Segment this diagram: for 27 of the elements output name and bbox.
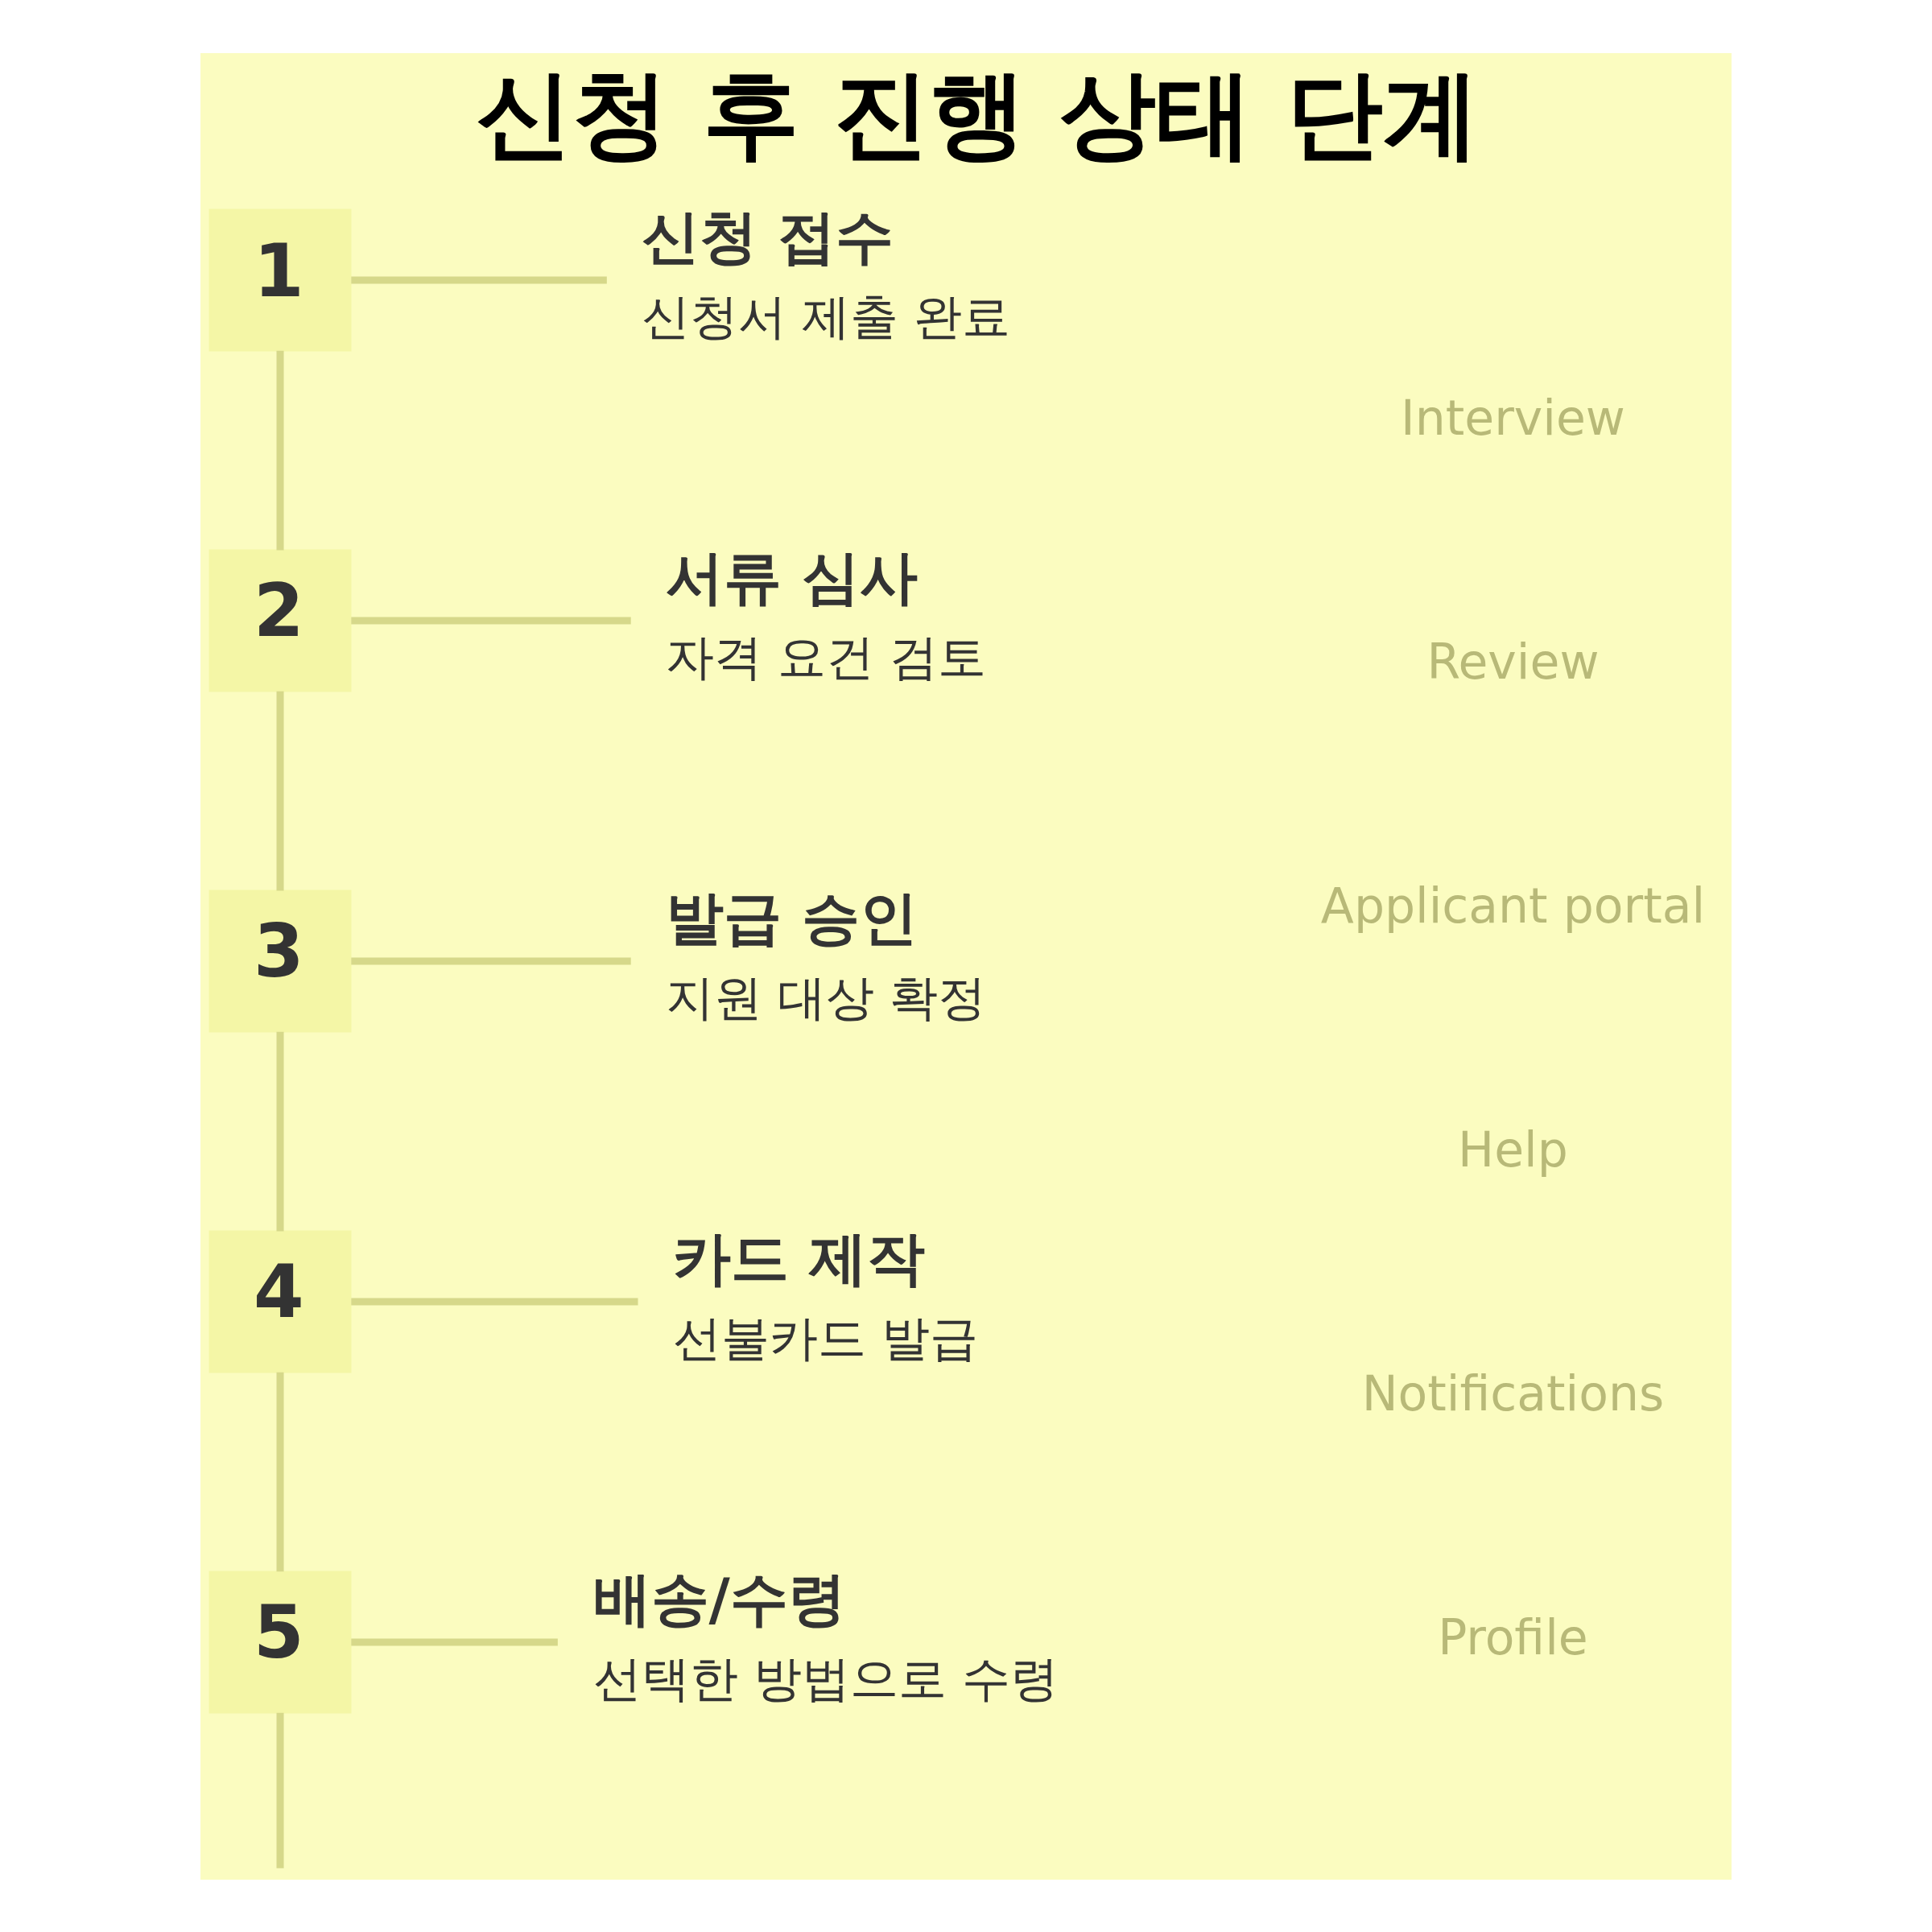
label: Help [1458, 1121, 1568, 1178]
node-box: 5 [208, 1570, 352, 1713]
connector [276, 691, 284, 890]
node-box: 1 [208, 208, 352, 351]
connector [276, 350, 284, 550]
node-box: 4 [208, 1229, 352, 1373]
label: Interview [1401, 389, 1625, 446]
connector [351, 1297, 638, 1305]
diagram-title: 신청 후 진행 상태 단계 [476, 57, 1480, 170]
label: Notifications [1361, 1364, 1665, 1422]
node-text: 신청 접수 신청서 제출 완료 [641, 202, 1010, 345]
connector [276, 1712, 284, 1868]
node-box: 3 [208, 889, 352, 1032]
node-text: 카드 제작 선불카드 발급 [672, 1224, 978, 1366]
connector [276, 1031, 284, 1231]
label: Review [1426, 633, 1600, 690]
node-text: 배송/수령 선택한 방법으로 수령 [592, 1564, 1059, 1707]
label: Applicant portal [1320, 877, 1706, 934]
node-box: 2 [208, 549, 352, 691]
node-text: 발급 승인 지원 대상 확정 [665, 883, 986, 1026]
connector [351, 1637, 558, 1645]
connector [276, 1372, 284, 1571]
connector [351, 617, 631, 624]
label: Profile [1438, 1608, 1588, 1666]
connector [351, 956, 631, 964]
connector [351, 276, 607, 283]
node-text: 서류 심사 자격 요건 검토 [665, 543, 986, 685]
